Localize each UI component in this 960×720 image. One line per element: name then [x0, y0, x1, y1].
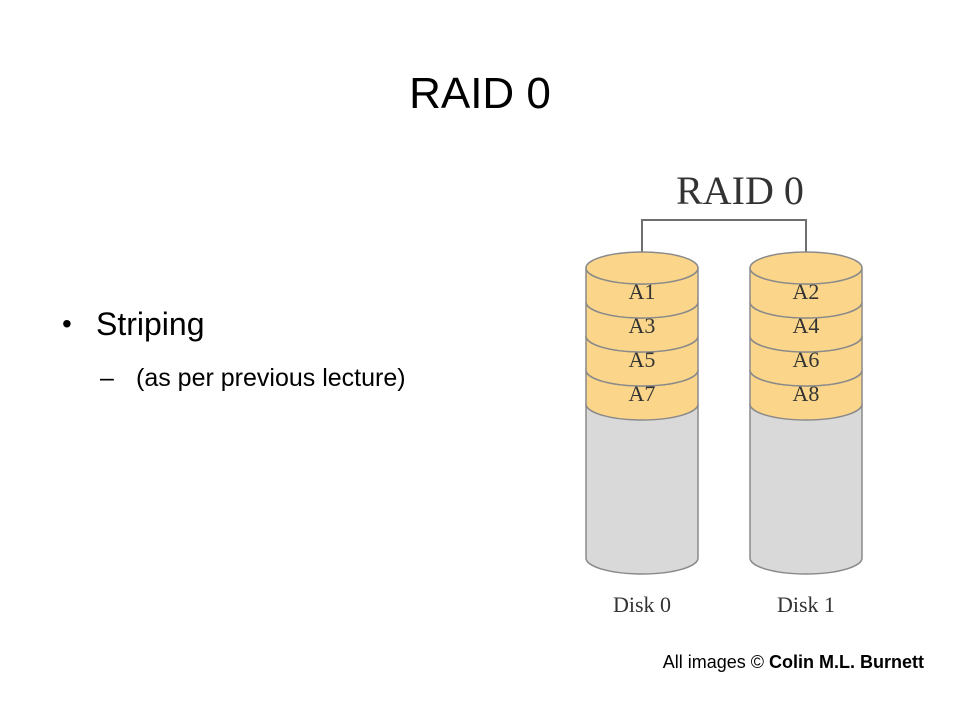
sub-bullet-text: (as per previous lecture): [136, 364, 406, 392]
image-credit: All images © Colin M.L. Burnett: [663, 650, 924, 674]
disk-top-cap: [749, 251, 863, 285]
disk-empty-space: [749, 403, 863, 575]
bullet-list: • Striping – (as per previous lecture): [60, 300, 540, 398]
bullet-dot-icon: •: [62, 308, 72, 339]
sub-bullet-item: – (as per previous lecture): [60, 358, 540, 398]
sub-bullet-dash-icon: –: [100, 364, 114, 392]
disk-label: Disk 1: [777, 592, 835, 617]
disk-label: Disk 0: [613, 592, 671, 617]
credit-author: Colin M.L. Burnett: [769, 652, 924, 672]
credit-prefix: All images ©: [662, 652, 764, 672]
disk-top-cap: [585, 251, 699, 285]
connector-line: [641, 219, 807, 252]
bullet-item: • Striping: [60, 300, 540, 348]
bullet-text: Striping: [96, 306, 205, 342]
diagram-title: RAID 0: [676, 168, 804, 213]
disk-empty-space: [585, 403, 699, 575]
slide-title: RAID 0: [409, 69, 551, 118]
